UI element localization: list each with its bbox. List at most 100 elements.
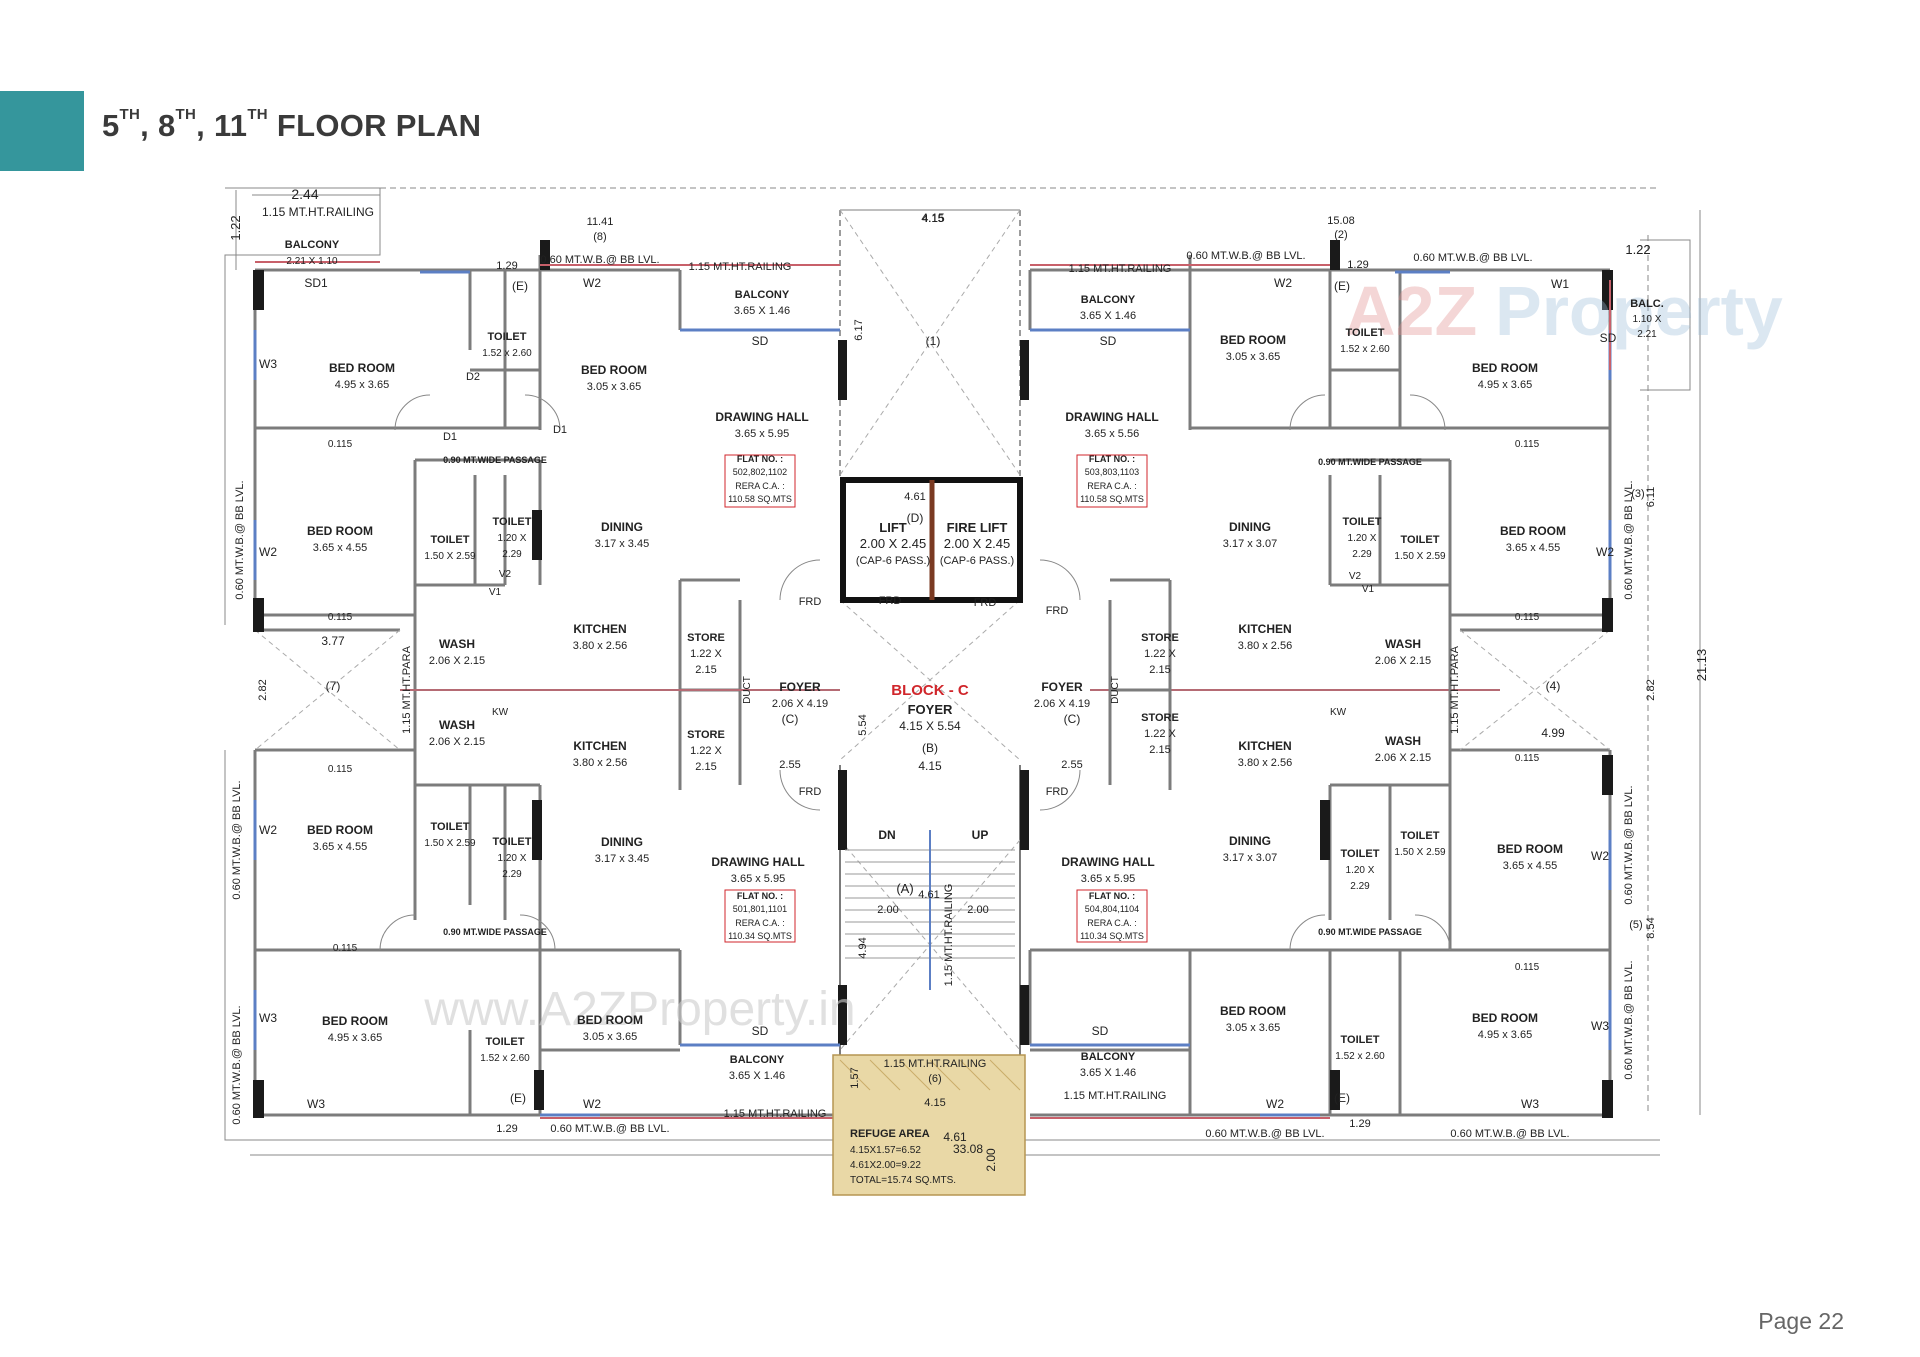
store-br-dim1: 1.22 X xyxy=(1144,728,1176,740)
frd-label-5: FRD xyxy=(799,786,822,798)
tag-kw-l: KW xyxy=(492,707,509,718)
flat-top-left: BALCONY 2.21 X 1.10 BALCONY 3.65 X 1.46 … xyxy=(285,239,828,726)
duct-tl: DUCT xyxy=(742,676,753,704)
dim-5: (5) xyxy=(1629,919,1642,931)
dim-282-right: 2.82 xyxy=(1645,679,1657,700)
balc-tr-short-dim1: 1.10 X xyxy=(1633,314,1662,325)
tag-v1-l: V1 xyxy=(489,587,502,598)
drawing-hall-tl-dim: 3.65 x 5.95 xyxy=(735,428,789,440)
drawing-hall-br-dim: 3.65 x 5.95 xyxy=(1081,873,1135,885)
kitchen-bl-dim: 3.80 x 2.56 xyxy=(573,757,627,769)
store-tr: STORE xyxy=(1141,632,1179,644)
tag-w2-bl: W2 xyxy=(259,823,277,837)
dim-611: 6.11 xyxy=(1645,487,1657,508)
foyer-right: FOYER xyxy=(1041,680,1083,694)
bedroom-bl-2-dim: 3.05 x 3.65 xyxy=(583,1031,637,1043)
windows xyxy=(253,270,1612,1117)
tag-w2-tl: W2 xyxy=(583,276,601,290)
drawing-hall-bl-dim: 3.65 x 5.95 xyxy=(731,873,785,885)
bedroom-tl-3: BED ROOM xyxy=(307,524,373,538)
tag-w2-tl-2: W2 xyxy=(259,545,277,559)
bedroom-bl-3: BED ROOM xyxy=(307,823,373,837)
annotations: 2.44 1.15 MT.HT.RAILING 1.22 11.41 (8) 4… xyxy=(228,186,1709,1140)
bedroom-tr-2: BED ROOM xyxy=(1220,333,1286,347)
flat-no-bl: 501,801,1101 xyxy=(733,904,787,914)
dim-282-left: 2.82 xyxy=(257,679,269,700)
railing-top-left: 1.15 MT.HT.RAILING xyxy=(689,261,792,273)
dining-tl: DINING xyxy=(601,520,643,534)
tag-sd-tr-2: SD xyxy=(1100,334,1117,348)
wb-left-lower: 0.60 MT.W.B.@ BB LVL. xyxy=(231,1005,243,1124)
refuge-val: 33.08 xyxy=(953,1142,983,1156)
tag-w3-tl: W3 xyxy=(259,357,277,371)
dim-8: (8) xyxy=(593,231,606,243)
lift-top-dim: 4.61 xyxy=(904,491,925,503)
foyer-right-dim: 2.06 X 4.19 xyxy=(1034,698,1090,710)
refuge-area-fill xyxy=(832,1054,1026,1196)
bedroom-tl-1: BED ROOM xyxy=(329,361,395,375)
tag-kw-r: KW xyxy=(1330,707,1347,718)
stair-dn: DN xyxy=(878,828,895,842)
dim-129-bottom-right: 1.29 xyxy=(1349,1118,1370,1130)
tag-sd-bl: SD xyxy=(752,1024,769,1038)
store-tl-dim2: 2.15 xyxy=(695,664,716,676)
bedroom-bl-1: BED ROOM xyxy=(322,1014,388,1028)
tag-sd1: SD1 xyxy=(304,276,328,290)
passage-tr: 0.90 MT.WIDE PASSAGE xyxy=(1318,457,1422,467)
rera-label-br: RERA C.A. : xyxy=(1087,918,1137,928)
bedroom-br-2-dim: 3.05 x 3.65 xyxy=(1226,1022,1280,1034)
dim-499: 4.99 xyxy=(1541,726,1565,740)
kitchen-tl: KITCHEN xyxy=(573,622,626,636)
stair-461: 4.61 xyxy=(918,889,939,901)
dim-0115-c: 0.115 xyxy=(328,764,353,775)
para-right: 1.15 MT.HT.PARA xyxy=(1449,645,1461,733)
tag-v2-r: V2 xyxy=(1349,571,1362,582)
wash-tr-dim: 2.06 X 2.15 xyxy=(1375,655,1431,667)
flat-no-label-tr: FLAT NO. : xyxy=(1089,454,1135,464)
drawing-hall-tl: DRAWING HALL xyxy=(715,410,808,424)
dim-255-left: 2.55 xyxy=(779,759,800,771)
fire-lift-dim: 2.00 X 2.45 xyxy=(944,536,1011,551)
tag-d1-tl: D1 xyxy=(443,431,457,443)
core-617: 6.17 xyxy=(853,319,865,340)
tag-sd-tr: SD xyxy=(1600,331,1617,345)
watermark-url: www.A2ZProperty.in xyxy=(423,983,855,1036)
bedroom-tr-1-dim: 4.95 x 3.65 xyxy=(1478,379,1532,391)
bedroom-tr-3: BED ROOM xyxy=(1500,524,1566,538)
toilet-bl-3: TOILET xyxy=(493,836,532,848)
flat-no-label-tl: FLAT NO. : xyxy=(737,454,783,464)
dining-bl: DINING xyxy=(601,835,643,849)
fixture-tags: SD1 W2 W3 W2 SD (E) D1 D1 D2 W2 W1 SD SD… xyxy=(259,276,1617,1111)
dining-bl-dim: 3.17 x 3.45 xyxy=(595,853,649,865)
bedroom-br-3: BED ROOM xyxy=(1497,842,1563,856)
refuge-width: 4.15 xyxy=(924,1097,945,1109)
toilet-br-1-dim: 1.52 x 2.60 xyxy=(1335,1051,1385,1062)
top-left-railing: 1.15 MT.HT.RAILING xyxy=(262,205,374,219)
balc-tr-short: BALC. xyxy=(1630,298,1664,310)
balcony-tl: BALCONY xyxy=(735,289,790,301)
railing-bottom-right: 1.15 MT.HT.RAILING xyxy=(1064,1090,1167,1102)
dim-0115-f: 0.115 xyxy=(1515,612,1540,623)
staircase xyxy=(845,830,1015,990)
refuge-width-2: 4.61 xyxy=(943,1130,967,1144)
dining-tl-dim: 3.17 x 3.45 xyxy=(595,538,649,550)
kitchen-br-dim: 3.80 x 2.56 xyxy=(1238,757,1292,769)
dining-tr-dim: 3.17 x 3.07 xyxy=(1223,538,1277,550)
tag-v2-l: V2 xyxy=(499,569,512,580)
frd-label-4: FRD xyxy=(1046,605,1069,617)
wb-left-upper: 0.60 MT.W.B.@ BB LVL. xyxy=(234,480,246,599)
store-bl: STORE xyxy=(687,729,725,741)
kitchen-tl-dim: 3.80 x 2.56 xyxy=(573,640,627,652)
rera-tl: 110.58 SQ.MTS xyxy=(728,494,792,504)
refuge-h1: 1.57 xyxy=(849,1067,861,1088)
toilet-bl-2-dim: 1.50 X 2.59 xyxy=(424,838,476,849)
structural-columns xyxy=(253,240,1613,1118)
toilet-tr-2-dim: 1.50 X 2.59 xyxy=(1394,551,1446,562)
wb-bottom-right-2: 0.60 MT.W.B.@ BB LVL. xyxy=(1450,1128,1569,1140)
drawing-hall-tr: DRAWING HALL xyxy=(1065,410,1158,424)
railing-bottom-left: 1.15 MT.HT.RAILING xyxy=(724,1108,827,1120)
toilet-br-2-dim: 1.50 X 2.59 xyxy=(1394,847,1446,858)
toilet-tl-3-dim-a: 1.20 X xyxy=(498,533,527,544)
railing-top-right: 1.15 MT.HT.RAILING xyxy=(1069,263,1172,275)
